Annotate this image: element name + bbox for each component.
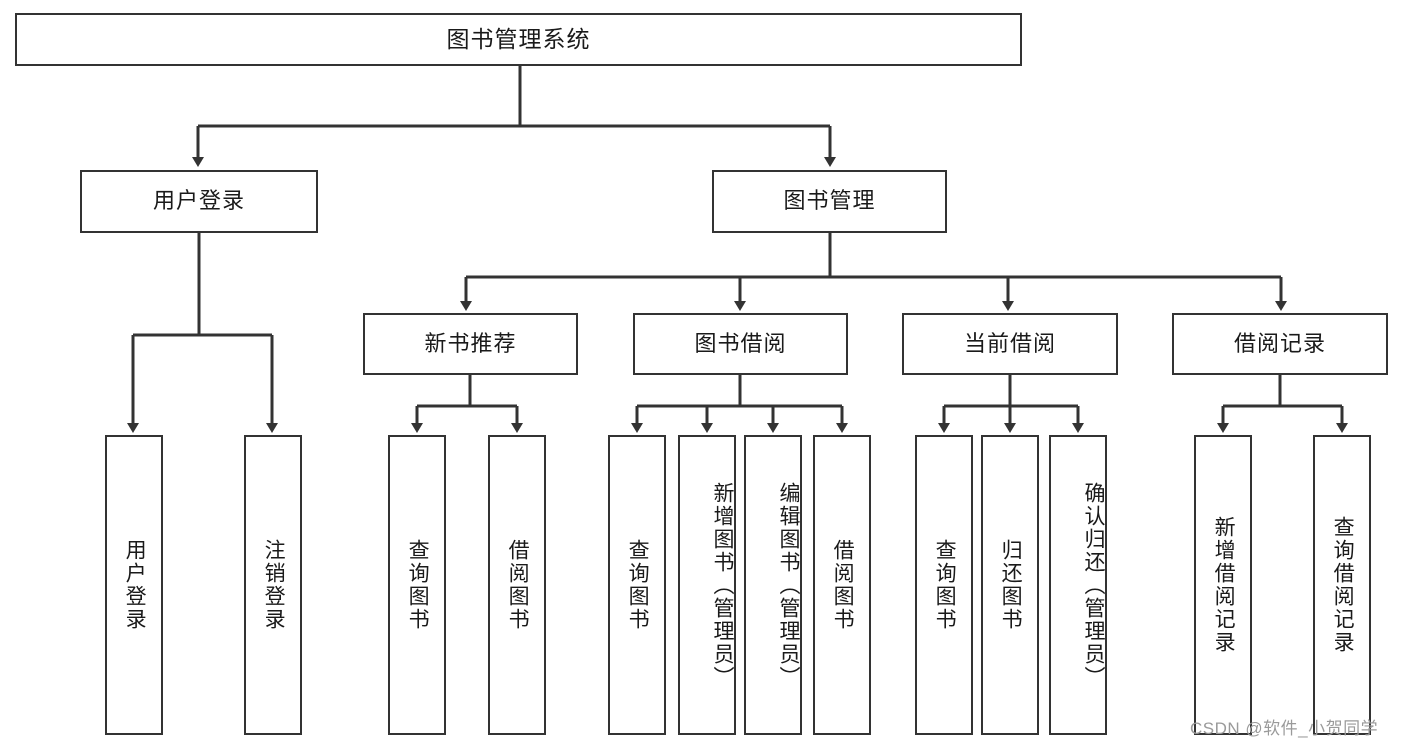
leaf-query-book-recommend[interactable]: 查询图书 — [388, 435, 446, 735]
leaf-borrow-book-recommend[interactable]: 借阅图书 — [488, 435, 546, 735]
node-new-book-recommend[interactable]: 新书推荐 — [363, 313, 578, 375]
leaf-query-book-current[interactable]: 查询图书 — [915, 435, 973, 735]
leaf-add-book-admin[interactable]: 新增图书（管理员） — [678, 435, 736, 735]
csdn-watermark: CSDN @软件_小贺同学 — [1190, 719, 1379, 738]
leaf-logout-login[interactable]: 注销登录 — [244, 435, 302, 735]
leaf-query-book-borrow[interactable]: 查询图书 — [608, 435, 666, 735]
leaf-user-login[interactable]: 用户登录 — [105, 435, 163, 735]
leaf-confirm-return-admin[interactable]: 确认归还（管理员） — [1049, 435, 1107, 735]
node-current-borrow[interactable]: 当前借阅 — [902, 313, 1118, 375]
leaf-borrow-book-borrow[interactable]: 借阅图书 — [813, 435, 871, 735]
node-root-book-management-system[interactable]: 图书管理系统 — [15, 13, 1022, 66]
node-book-management[interactable]: 图书管理 — [712, 170, 947, 233]
leaf-return-book[interactable]: 归还图书 — [981, 435, 1039, 735]
leaf-edit-book-admin[interactable]: 编辑图书（管理员） — [744, 435, 802, 735]
node-borrow-record[interactable]: 借阅记录 — [1172, 313, 1388, 375]
leaf-add-borrow-record[interactable]: 新增借阅记录 — [1194, 435, 1252, 735]
node-user-login[interactable]: 用户登录 — [80, 170, 318, 233]
node-book-borrow[interactable]: 图书借阅 — [633, 313, 848, 375]
leaf-query-borrow-record[interactable]: 查询借阅记录 — [1313, 435, 1371, 735]
